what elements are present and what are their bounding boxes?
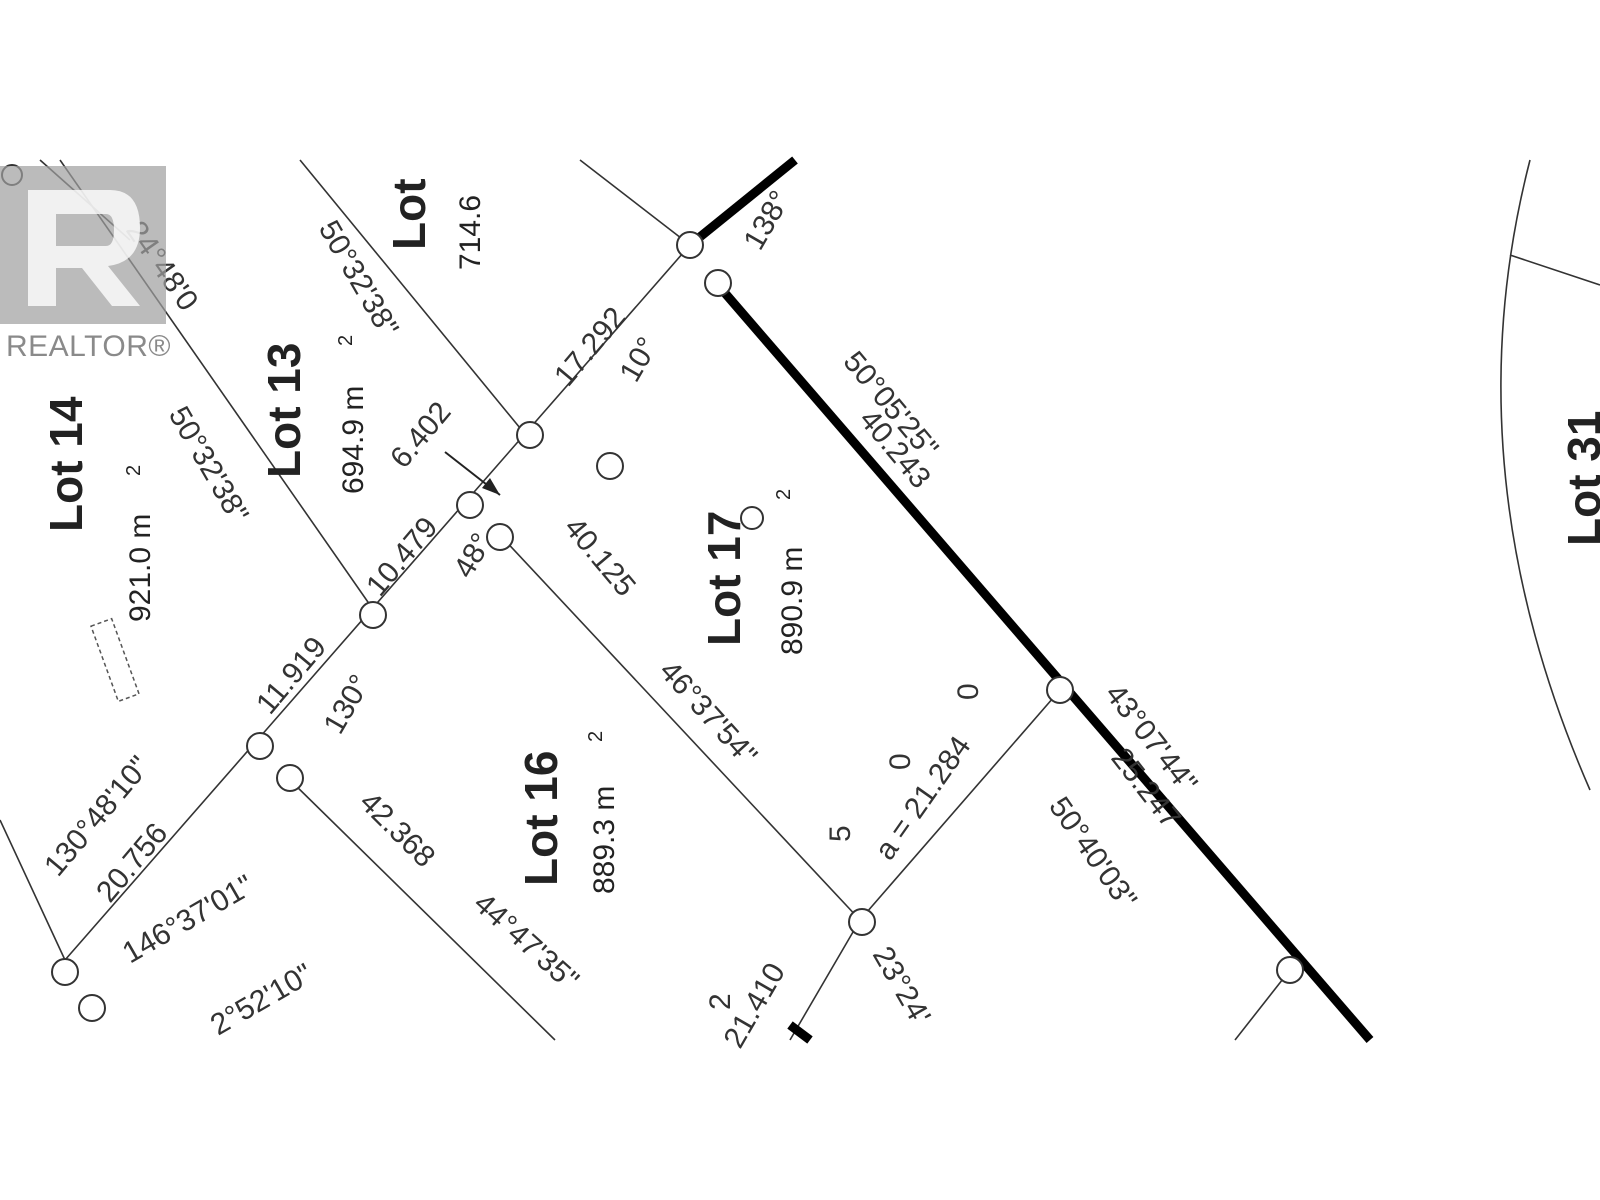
lot-area-sup-lot14: 2 (123, 465, 145, 476)
angle-10: 10° (613, 332, 664, 388)
lot-name-lot17: Lot 17 (698, 511, 750, 646)
bearing-b7: 50°40'03" (1042, 791, 1143, 915)
road-boundary (687, 156, 1374, 1044)
bearing-b10: 146°37'01" (117, 869, 259, 970)
realtor-r-icon (0, 166, 166, 324)
mark-5: 5 (824, 825, 857, 842)
lot-name-lot14: Lot 14 (40, 396, 92, 532)
angle-130: 130° (317, 669, 377, 739)
dim-42-368: 42.368 (353, 786, 441, 874)
lot-area-sup-lot13: 2 (335, 335, 357, 346)
arrow-icon (444, 451, 501, 496)
dim-11-919: 11.919 (250, 631, 333, 721)
dim-10-479: 10.479 (360, 511, 444, 603)
easement-marker (90, 617, 140, 703)
lot-area-lot16: 889.3 m (588, 786, 621, 894)
mark-0b: 0 (952, 683, 985, 700)
lot-area-sup-lot17: 2 (773, 489, 795, 500)
realtor-watermark-text: REALTOR® (6, 330, 172, 363)
bearing-b11: 2°52'10" (205, 958, 318, 1042)
lot-area-lot13: 694.9 m (337, 386, 370, 494)
bearing-b8: 44°47'35" (467, 887, 585, 997)
lot-name-lot13: Lot 13 (258, 343, 310, 478)
lot-name-lot16: Lot 16 (515, 751, 567, 886)
lot-name-lot12: Lot (383, 178, 435, 250)
realtor-logo (0, 166, 166, 324)
dim-6-402: 6.402 (384, 396, 458, 475)
mark-2: 2 (704, 993, 737, 1010)
dim-a-21-284: a = 21.284 (869, 730, 978, 866)
dim-40-125: 40.125 (558, 511, 642, 603)
dim-17-292: 17.292 (548, 301, 632, 393)
lot-area-lot17: 890.9 m (776, 547, 809, 655)
survey-monuments (1, 164, 1304, 1022)
mark-0a: 0 (884, 753, 917, 770)
lot-area-sup-lot16: 2 (585, 731, 607, 742)
lot-name-lot31: Lot 31 (1558, 411, 1600, 546)
lot-area-lot12: 714.6 (454, 195, 487, 270)
lot-area-lot14: 921.0 m (124, 514, 157, 622)
bearing-b5: 46°37'54" (653, 655, 763, 773)
bearing-b12: 23°24' (866, 941, 937, 1031)
